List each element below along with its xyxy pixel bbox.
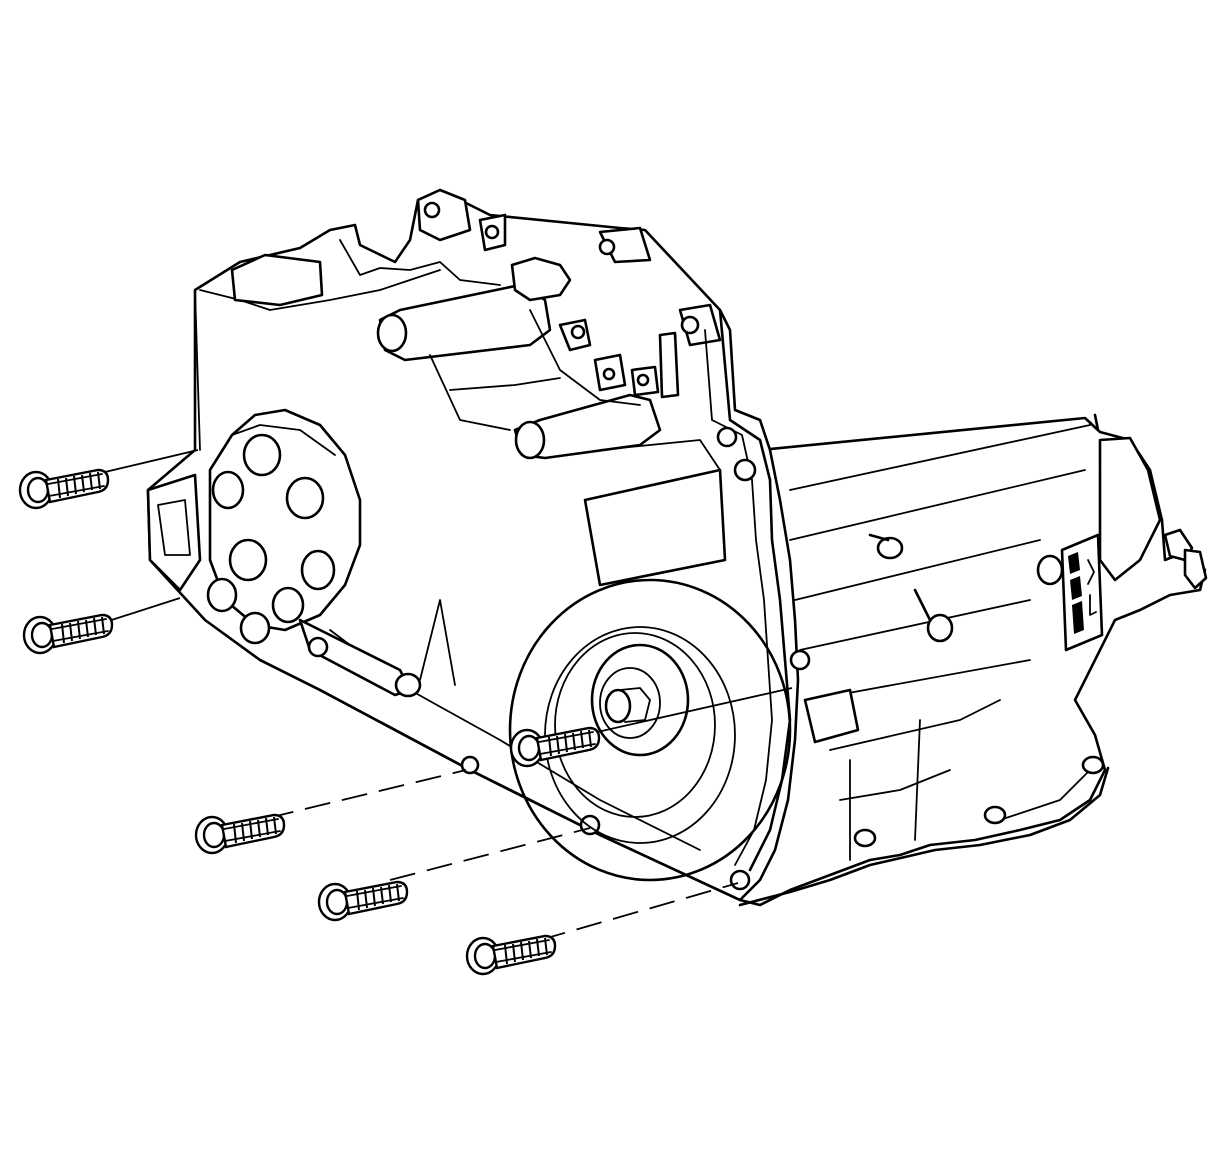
transaxle-housing xyxy=(146,188,1208,907)
bolt-1 xyxy=(18,468,110,510)
differential-cover xyxy=(206,408,362,645)
leader-line-4 xyxy=(267,769,467,819)
bolt-6 xyxy=(465,934,557,976)
bolt-5 xyxy=(317,880,409,922)
leader-lines xyxy=(87,449,793,941)
leader-line-3 xyxy=(583,687,793,736)
leader-line-6 xyxy=(539,882,739,941)
bell-housing-opening xyxy=(508,578,792,882)
leader-line-5 xyxy=(389,827,591,881)
id-label-plate xyxy=(1060,533,1104,652)
bolt-4 xyxy=(194,813,286,855)
bolt-2 xyxy=(22,613,114,655)
